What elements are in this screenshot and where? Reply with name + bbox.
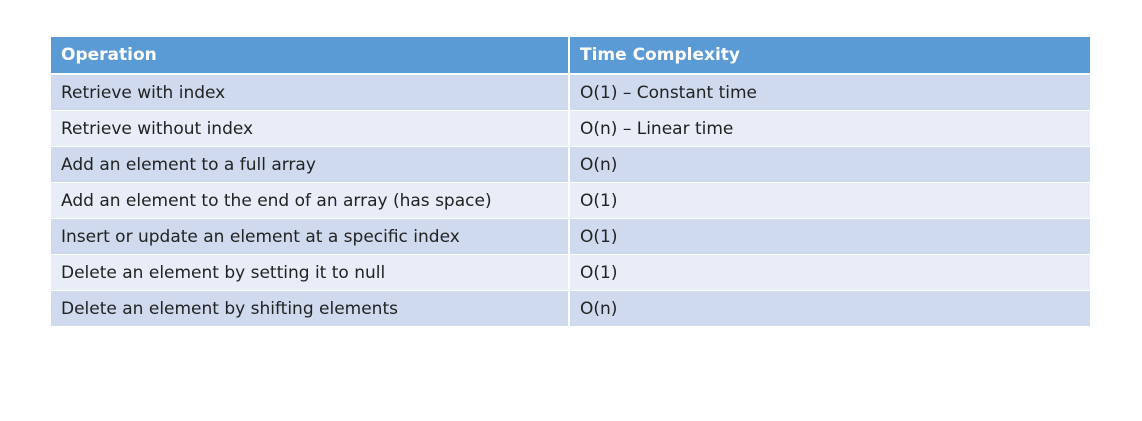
operation-cell: Retrieve without index	[51, 110, 569, 147]
complexity-cell: O(n)	[568, 146, 1090, 183]
table-row: Retrieve with index O(1) – Constant time	[51, 73, 1090, 111]
table-row: Insert or update an element at a specifi…	[51, 218, 1090, 255]
table-row: Add an element to the end of an array (h…	[51, 182, 1090, 219]
complexity-cell: O(1)	[568, 254, 1090, 291]
operation-cell: Delete an element by setting it to null	[51, 254, 569, 291]
table-row: Delete an element by shifting elements O…	[51, 290, 1090, 326]
complexity-cell: O(1)	[568, 182, 1090, 219]
complexity-table-container: Operation Time Complexity Retrieve with …	[51, 37, 1090, 326]
complexity-cell: O(n)	[568, 290, 1090, 326]
table-row: Delete an element by setting it to null …	[51, 254, 1090, 291]
complexity-cell: O(n) – Linear time	[568, 110, 1090, 147]
table-row: Add an element to a full array O(n)	[51, 146, 1090, 183]
complexity-cell: O(1)	[568, 218, 1090, 255]
operation-cell: Add an element to the end of an array (h…	[51, 182, 569, 219]
operation-cell: Delete an element by shifting elements	[51, 290, 569, 326]
header-time-complexity: Time Complexity	[568, 37, 1090, 75]
operation-cell: Add an element to a full array	[51, 146, 569, 183]
operation-cell: Insert or update an element at a specifi…	[51, 218, 569, 255]
complexity-table: Operation Time Complexity Retrieve with …	[51, 37, 1090, 326]
table-header-row: Operation Time Complexity	[51, 37, 1090, 75]
complexity-cell: O(1) – Constant time	[568, 73, 1090, 111]
table-row: Retrieve without index O(n) – Linear tim…	[51, 110, 1090, 147]
operation-cell: Retrieve with index	[51, 73, 569, 111]
header-operation: Operation	[51, 37, 569, 75]
